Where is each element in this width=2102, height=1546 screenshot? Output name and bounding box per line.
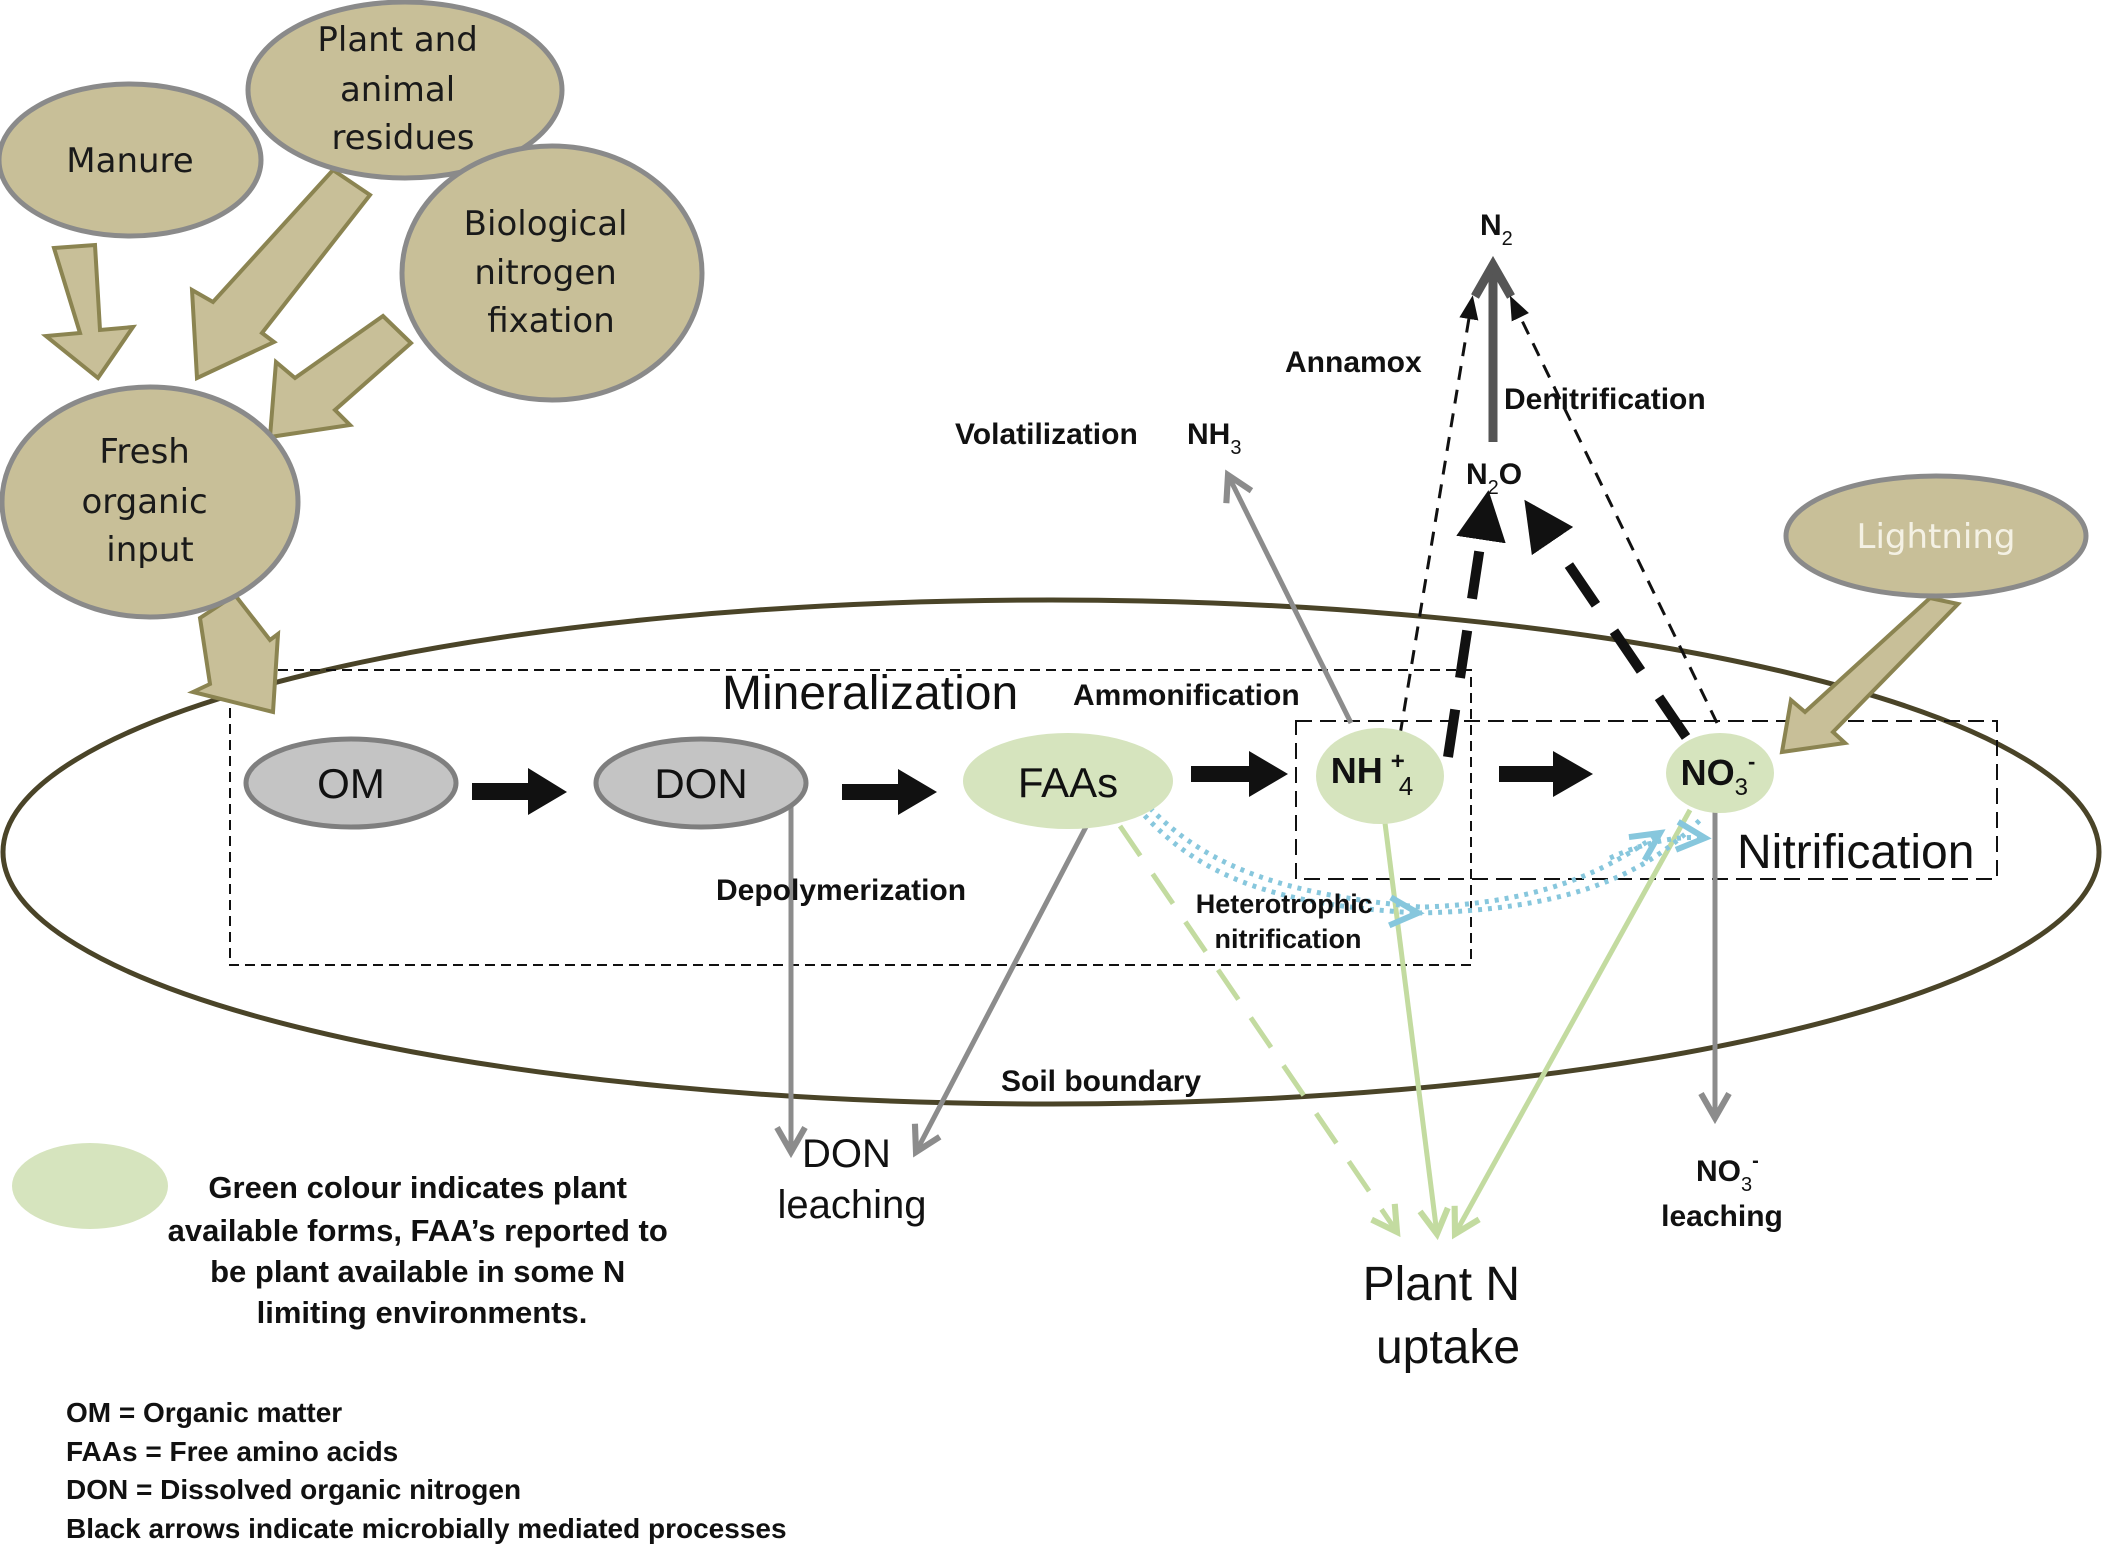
n2-base: N [1480, 209, 1502, 242]
no3-leaching-formula: NO3- [1696, 1150, 1759, 1196]
don-label: DON [654, 760, 747, 807]
n2o-label: N2O [1466, 458, 1522, 499]
soil-boundary-ellipse [0, 597, 2102, 1107]
heterotrophic-nitrification-label: Heterotrophic nitrification [1196, 889, 1381, 954]
no3-uptake-arrow [1451, 808, 1693, 1240]
faa-uptake-arrow [1117, 824, 1401, 1238]
nh4-node [1316, 728, 1444, 824]
nitrification-box [1295, 720, 1998, 880]
don-to-faa-arrow [842, 769, 937, 815]
hetero-arrow-4 [1424, 829, 1666, 910]
om-to-don-arrow [472, 768, 567, 815]
legend-green-note: Green colour indicates plant available f… [168, 1170, 677, 1330]
manure-node [0, 81, 264, 239]
no3-label: NO3- [1681, 749, 1756, 801]
gas-arrows [1398, 255, 1719, 758]
annamox-label: Annamox [1285, 346, 1422, 379]
faa-leaching-arrow [911, 821, 1091, 1158]
n2o-tail: O [1499, 458, 1522, 491]
manure-arrow [40, 242, 138, 381]
residues-node [245, 0, 565, 181]
no3-node [1666, 733, 1774, 813]
nh4-subscript: 4 [1399, 771, 1413, 801]
residues-label: Plant and animal residues [317, 20, 488, 158]
no3-to-n2o-arrow [1524, 499, 1691, 740]
nh4-charge: + [1391, 748, 1405, 775]
source-arrows [40, 167, 1962, 755]
bnf-node [399, 143, 705, 403]
residues-arrow [189, 167, 373, 382]
don-leaching-label: DON leaching [777, 1132, 926, 1227]
no3-base: NO [1681, 752, 1735, 793]
ammonification-label: Ammonification [1073, 679, 1300, 712]
green-arrows [1117, 808, 1693, 1241]
n2o-subscript: 2 [1488, 477, 1499, 499]
nh3-label: NH3 [1187, 418, 1241, 459]
nh4-base: NH [1331, 750, 1383, 791]
nh4-annamox-arrow [1398, 295, 1479, 736]
black-chain-arrows [472, 751, 1593, 815]
mineralization-label: Mineralization [722, 667, 1018, 720]
denitrification-label: Denitrification [1504, 383, 1706, 416]
nh4-label: NH +4 [1331, 748, 1413, 801]
legend-abbreviations: OM = Organic matter FAAs = Free amino ac… [66, 1397, 787, 1544]
om-node [243, 736, 459, 830]
no3-charge: - [1748, 749, 1755, 774]
faas-label: FAAs [1018, 759, 1118, 806]
nh3-subscript: 3 [1230, 437, 1241, 459]
nh4-to-n2o-arrow [1443, 490, 1506, 758]
hetero-arrow-5 [1608, 819, 1712, 861]
no3-subscript: 3 [1735, 774, 1748, 801]
volatilization-label: Volatilization [955, 418, 1138, 451]
don-node [593, 736, 809, 830]
n2-label: N2 [1480, 209, 1513, 250]
no3-leach-subscript: 3 [1741, 1174, 1752, 1196]
heterotrophic-arrows [1136, 806, 1712, 929]
no3-leach-charge: - [1752, 1150, 1759, 1172]
nh3-base: NH [1187, 418, 1230, 451]
bnf-arrow [267, 313, 414, 440]
n2-subscript: 2 [1502, 228, 1513, 250]
nh4-to-no3-arrow [1499, 751, 1593, 797]
n2o-base: N [1466, 458, 1488, 491]
legend-green-swatch [12, 1143, 168, 1229]
depolymerization-label: Depolymerization [716, 874, 966, 907]
gray-arrows [774, 469, 1732, 1159]
volatilization-arrow [1223, 469, 1354, 725]
fresh-input-label: Fresh organic input [81, 432, 218, 570]
manure-label: Manure [66, 141, 193, 181]
faa-to-nh4-arrow [1191, 751, 1288, 797]
hetero-arrow-2 [1148, 806, 1421, 910]
fresh-to-soil-arrow [187, 592, 281, 715]
om-label: OM [317, 760, 385, 807]
lightning-node [1783, 473, 2089, 599]
soil-boundary-label: Soil boundary [1001, 1065, 1201, 1098]
bnf-label: Biological nitrogen fixation [464, 204, 639, 341]
nh4-uptake-arrow [1382, 822, 1451, 1241]
plant-uptake-label: Plant N uptake [1363, 1258, 1534, 1374]
lightning-label: Lightning [1857, 517, 2016, 557]
no3-leaching-label: leaching [1661, 1200, 1783, 1233]
no3-leach-base: NO [1696, 1155, 1741, 1188]
no3-denitrification-arrow [1509, 295, 1719, 724]
faas-node [963, 733, 1173, 829]
fresh-input-node [0, 384, 301, 620]
nitrification-label: Nitrification [1737, 826, 1974, 879]
lightning-arrow [1779, 595, 1962, 755]
